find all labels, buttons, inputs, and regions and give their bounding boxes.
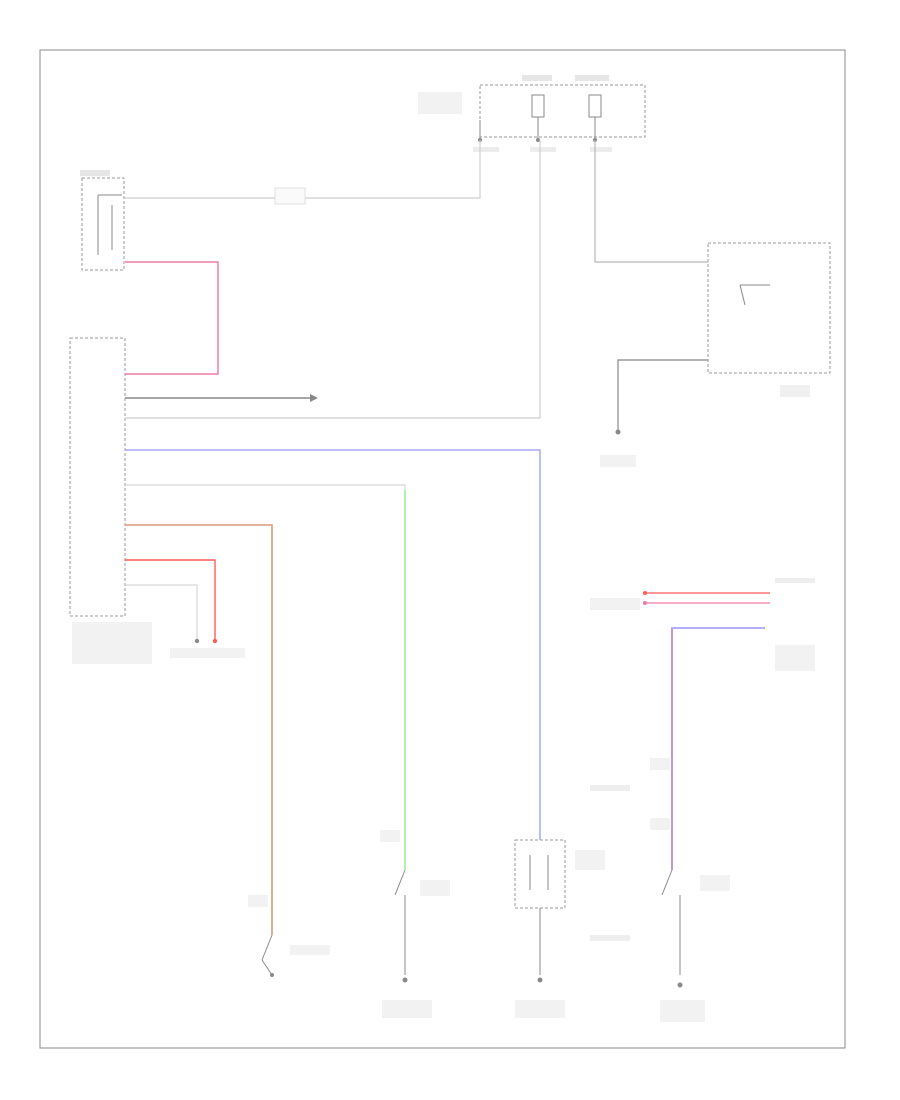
switch-green — [380, 830, 450, 1018]
wire-light-plain — [125, 484, 406, 490]
switch-purple — [590, 758, 730, 1022]
diagram-frame — [39, 49, 846, 1049]
wire-mid-plain — [125, 140, 541, 419]
wire-red — [125, 559, 216, 640]
buzzer — [514, 839, 605, 1018]
wire-blue — [125, 449, 541, 840]
wire-small-plain — [125, 584, 198, 640]
right-lower-connector — [590, 578, 815, 610]
fuse-relay-block — [418, 75, 646, 152]
wire-brown — [125, 524, 273, 935]
switch-left-brown — [248, 895, 330, 977]
wire-purple — [671, 627, 765, 870]
control-module — [69, 337, 152, 664]
wire-top-plain — [125, 140, 481, 199]
wire-pink — [125, 261, 219, 375]
wire-right-plain — [594, 140, 708, 263]
wire-ground-right — [617, 359, 708, 430]
door-lock-switch — [80, 170, 125, 271]
right-connector-block — [707, 242, 831, 397]
